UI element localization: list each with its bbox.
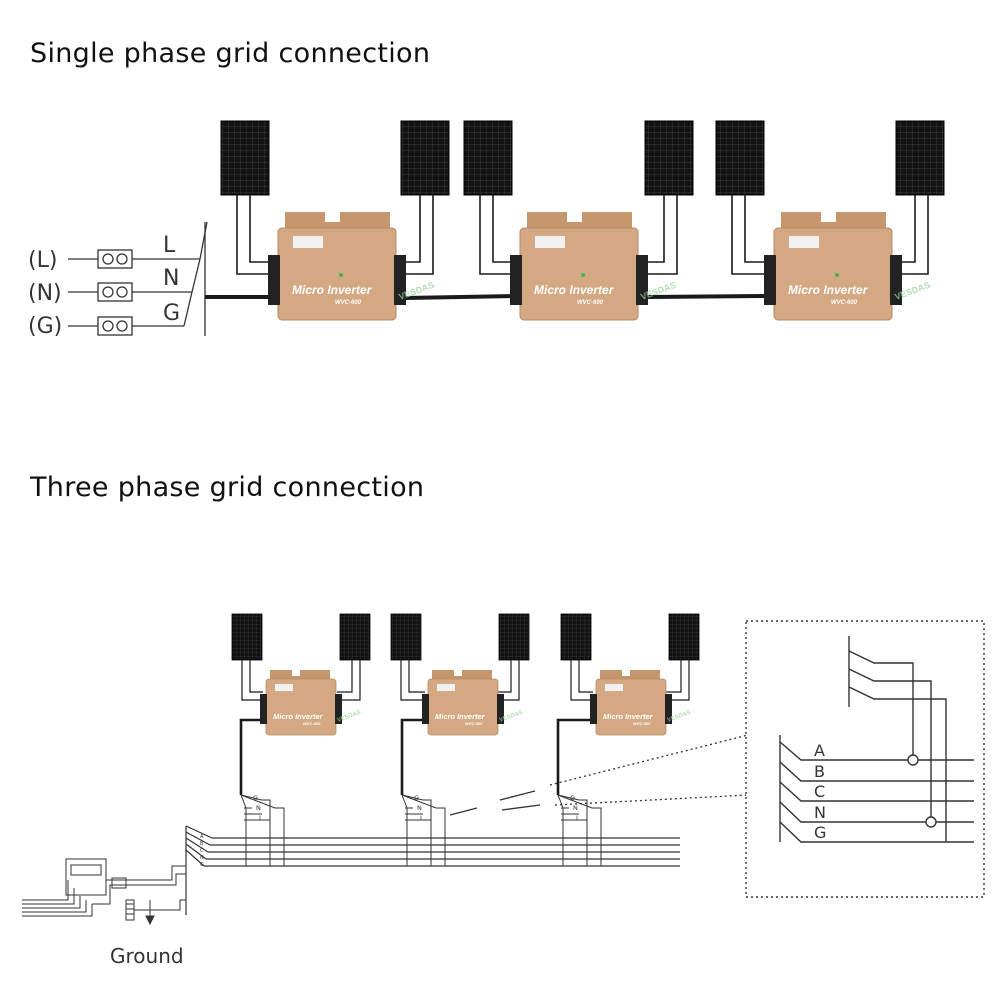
solar-panel — [498, 613, 530, 661]
terminal-block-n: (N) — [28, 281, 192, 306]
phase-label-c: C — [814, 782, 825, 801]
bus-label-n: N — [200, 855, 204, 861]
phase-label-g: G — [814, 823, 826, 842]
solar-panel — [339, 613, 371, 661]
single-phase-title: Single phase grid connection — [30, 38, 431, 69]
inverter-name: Micro Inverter — [292, 283, 373, 297]
solar-panel — [668, 613, 700, 661]
line-label-l: L — [163, 233, 176, 258]
bus-label-a: A — [200, 834, 204, 840]
micro-inverter-4: Micro Inverter WVC-600 VESDAS — [260, 670, 362, 736]
micro-inverter-5: Micro Inverter WVC-600 VESDAS — [422, 670, 524, 736]
micro-inverter-3: Micro Inverter WVC-600 VESDAS — [764, 212, 931, 321]
branch-label-g: G — [570, 794, 575, 802]
branch-label-n: N — [256, 804, 261, 812]
branch-label-l: L — [420, 814, 424, 822]
phase-label-n: N — [814, 803, 826, 822]
three-phase-diagram: Micro Inverter WVC-600 VESDAS Micro Inve… — [22, 613, 985, 968]
branch-label-n: N — [417, 804, 422, 812]
solar-panel — [390, 613, 422, 661]
ac-drop-cables — [239, 718, 590, 795]
inverter-model: WVC-600 — [831, 300, 858, 306]
solar-panel — [560, 613, 592, 661]
dc-wiring-row1 — [236, 195, 929, 275]
inverter-name: Micro Inverter — [534, 283, 615, 297]
micro-inverter-2: Micro Inverter WVC-600 VESDAS — [510, 212, 677, 321]
solar-panels-row2 — [231, 613, 700, 661]
branch-label-l: L — [576, 814, 580, 822]
zoom-indicator — [449, 734, 749, 816]
three-phase-bus — [185, 825, 680, 915]
branch-connector-2 — [401, 794, 446, 866]
terminal-label-g: (G) — [28, 314, 62, 339]
solar-panel — [231, 613, 263, 661]
branch-label-g: G — [414, 794, 419, 802]
inverter-model: WVC-600 — [303, 721, 321, 726]
branch-label-g: G — [253, 794, 258, 802]
branch-connector-3 — [557, 794, 602, 866]
dc-wiring-row2 — [241, 660, 690, 701]
inverter-model: WVC-600 — [633, 721, 651, 726]
solar-panel — [644, 120, 694, 196]
branch-connector-1 — [240, 794, 285, 866]
branch-label-n: N — [573, 804, 578, 812]
micro-inverter-1: Micro Inverter WVC-600 VESDAS — [268, 212, 435, 321]
bus-label-b: B — [200, 841, 204, 847]
line-label-n: N — [163, 266, 179, 291]
energy-meter — [22, 858, 186, 926]
ground-label: Ground — [110, 944, 184, 968]
solar-panel — [400, 120, 450, 196]
solar-panel — [895, 120, 945, 196]
inverter-name: Micro Inverter — [603, 712, 654, 721]
bus-label-g: G — [200, 862, 204, 868]
inverter-model: WVC-600 — [577, 300, 604, 306]
line-label-g: G — [163, 301, 180, 326]
inverter-name: Micro Inverter — [788, 283, 869, 297]
phase-label-a: A — [814, 741, 825, 760]
terminal-label-l: (L) — [28, 248, 57, 273]
solar-panel — [220, 120, 270, 196]
connection-detail-box: A B C N G — [745, 620, 985, 898]
three-phase-title: Three phase grid connection — [30, 472, 425, 503]
solar-panel — [715, 120, 765, 196]
phase-label-b: B — [814, 762, 825, 781]
inverter-model: WVC-600 — [335, 300, 362, 306]
ac-trunk-cable — [205, 294, 771, 300]
solar-panels-row1 — [220, 120, 945, 196]
inverter-model: WVC-600 — [465, 721, 483, 726]
terminal-block-g: (G) — [28, 314, 184, 339]
terminal-block-l: (L) — [28, 248, 200, 273]
single-phase-diagram: (L) (N) (G) L N G — [28, 120, 945, 339]
inverter-name: Micro Inverter — [273, 712, 324, 721]
micro-inverter-6: Micro Inverter WVC-600 VESDAS — [590, 670, 692, 736]
branch-label-l: L — [259, 814, 263, 822]
inverter-name: Micro Inverter — [435, 712, 486, 721]
bus-label-c: C — [200, 848, 204, 854]
terminal-label-n: (N) — [28, 281, 62, 306]
solar-panel — [463, 120, 513, 196]
